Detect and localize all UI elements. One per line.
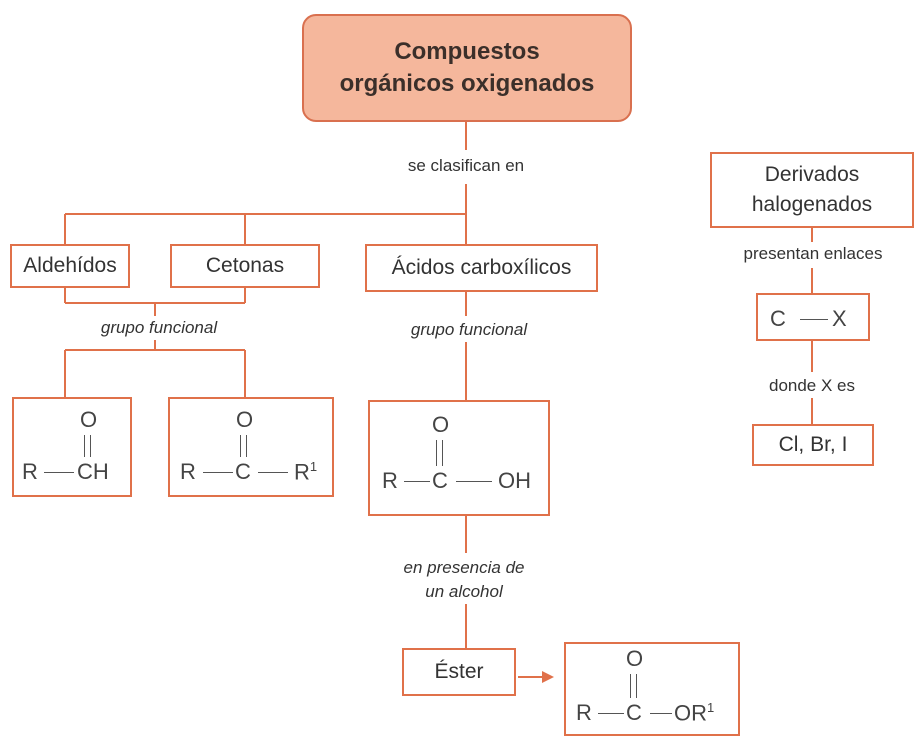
ketone-bond-left [203,472,233,473]
ketone-c-atom: C [235,459,251,484]
cx-bond-box: C X [756,293,870,341]
ester-label: Éster [434,660,484,683]
ester-or1-superscript: 1 [707,700,715,715]
title-line-1: Compuestos [394,38,540,65]
ester-o-atom: O [626,646,644,671]
acid-bond-right [456,481,492,482]
acid-formula-box: O R C OH [368,400,550,516]
ketone-r-group: R [180,459,196,484]
ester-or-letters: OR [674,700,707,726]
ketone-o-atom: O [236,407,254,432]
ester-box: Éster [402,648,516,696]
ketones-box: Cetonas [170,244,320,288]
ester-formula-box: O R C OR1 [564,642,740,736]
aldehyde-r-group: R [22,459,38,484]
ketone-r1-letter: R [294,459,310,485]
ketones-label: Cetonas [205,254,285,277]
title-box: Compuestos orgánicos oxigenados [302,14,632,122]
title-line-2: orgánicos oxigenados [339,70,595,97]
acids-box: Ácidos carboxílicos [365,244,598,292]
alcohol-label-line-2: un alcohol [425,582,503,601]
cx-x-atom: X [832,306,847,331]
ketone-formula-box: O R C R1 [168,397,334,497]
group-label-left: grupo funcional [84,318,234,338]
ester-bond-right [650,713,672,714]
ketone-r1-group: R1 [294,459,317,485]
cx-bond [800,319,828,320]
aldehyde-double-bond [84,435,91,457]
halogen-line-1: Derivados [764,163,860,186]
cx-c-atom: C [770,306,786,331]
ester-r-group: R [576,700,592,725]
acid-double-bond [436,440,443,466]
classify-label: se clasifican en [386,156,546,176]
halogen-elements-box: Cl, Br, I [752,424,874,466]
aldehyde-formula-box: O R CH [12,397,132,497]
acid-r-group: R [382,468,398,493]
bonds-label: presentan enlaces [718,244,908,264]
acid-o-atom: O [432,412,450,437]
ketone-double-bond [240,435,247,457]
ketone-bond-right [258,472,288,473]
acid-oh-group: OH [498,468,531,493]
aldehydes-label: Aldehídos [23,254,117,277]
ketone-r1-superscript: 1 [309,459,318,474]
acids-label: Ácidos carboxílicos [391,256,572,279]
aldehyde-o-atom: O [80,407,98,432]
alcohol-label: en presencia de un alcohol [376,556,552,604]
where-x-label: donde X es [742,376,882,396]
aldehydes-box: Aldehídos [10,244,130,288]
ester-or1-group: OR1 [674,700,714,726]
halogen-derivatives-box: Derivados halogenados [710,152,914,228]
acid-c-atom: C [432,468,448,493]
group-label-right: grupo funcional [394,320,544,340]
ester-double-bond [630,674,637,698]
halogen-line-2: halogenados [751,193,873,216]
aldehyde-single-bond [44,472,74,473]
alcohol-label-line-1: en presencia de [403,558,525,577]
halogen-elements-label: Cl, Br, I [778,433,848,456]
aldehyde-ch-group: CH [77,459,109,484]
acid-bond-left [404,481,430,482]
ester-bond-left [598,713,624,714]
ester-c-atom: C [626,700,642,725]
